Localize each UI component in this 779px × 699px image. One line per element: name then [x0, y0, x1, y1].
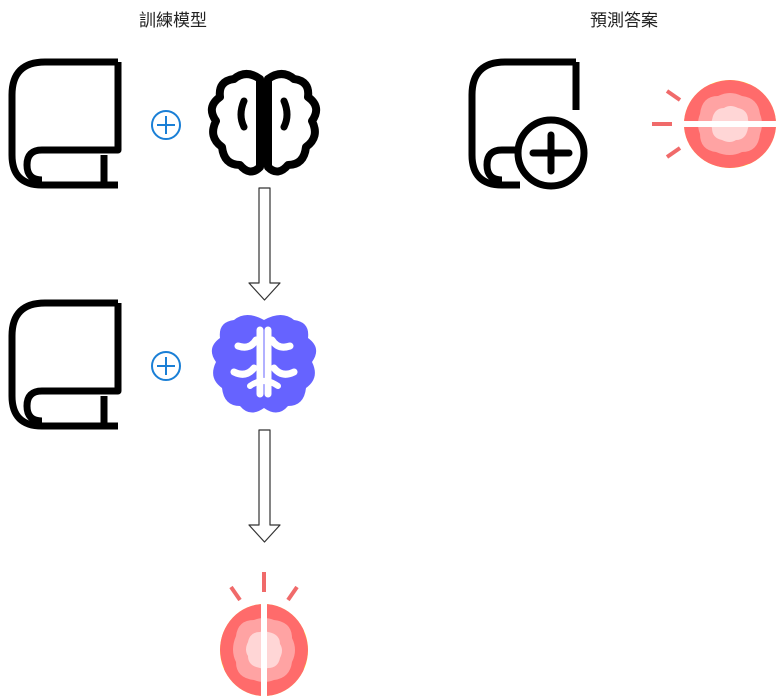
book-icon — [12, 303, 118, 426]
brain-burst-icon — [218, 572, 310, 698]
book-add-icon — [468, 58, 588, 190]
plus-circle-icon — [151, 351, 181, 381]
brain-icon — [207, 70, 321, 176]
arrow-down-icon — [248, 429, 281, 543]
plus-circle-icon — [151, 110, 181, 140]
training-title: 訓練模型 — [139, 11, 207, 31]
arrow-down-icon — [248, 187, 281, 301]
prediction-title: 預測答案 — [590, 11, 658, 31]
brain-burst-icon — [652, 78, 778, 170]
brain-trained-icon — [211, 315, 317, 413]
book-icon — [12, 62, 118, 185]
